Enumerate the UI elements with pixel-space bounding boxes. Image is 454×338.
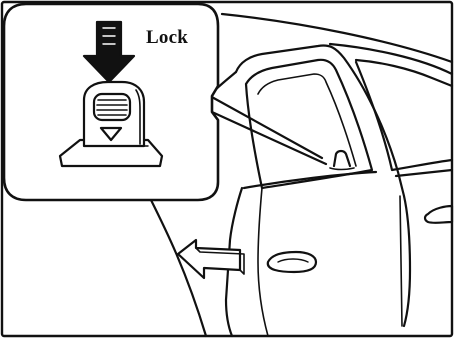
rear-body-line: [396, 170, 452, 176]
front-door-handle: [268, 252, 316, 272]
roof-inner-line: [330, 44, 452, 74]
rear-window-outline: [356, 62, 452, 170]
door-handle-grip: [278, 259, 308, 262]
rear-door-handle: [425, 206, 452, 223]
window-glass-line: [258, 74, 356, 166]
callout-pointer-bottom: [212, 112, 326, 164]
door-inner-edge: [258, 188, 268, 336]
left-arrow-icon: [178, 240, 244, 278]
rear-window-top: [356, 60, 452, 86]
rear-door-seam: [400, 196, 402, 326]
lock-knob-base-small: [330, 168, 354, 170]
lock-label: Lock: [146, 27, 188, 49]
callout-pointer-top: [210, 96, 322, 158]
door-lock-knob-small: [334, 151, 350, 166]
